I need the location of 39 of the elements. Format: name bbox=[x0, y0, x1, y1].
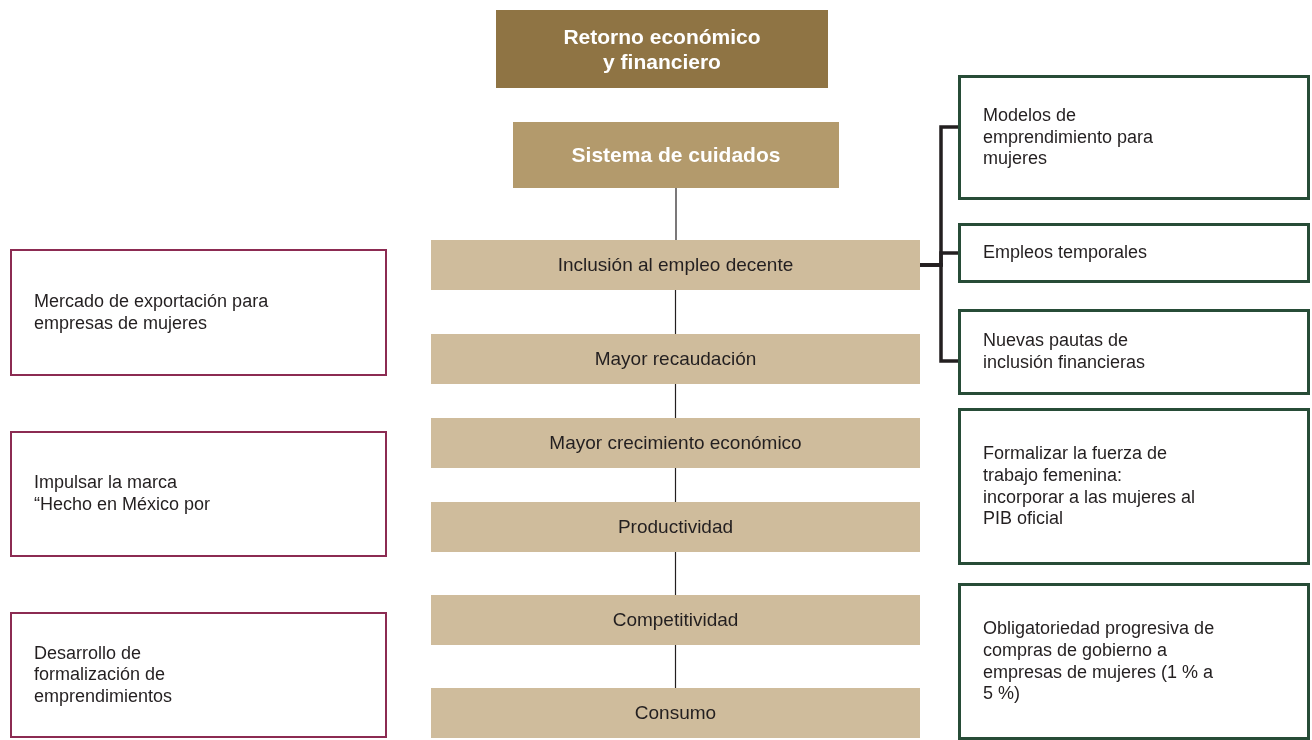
step-box bbox=[431, 502, 920, 552]
box-label: Nuevas pautas de inclusión financieras bbox=[983, 330, 1147, 374]
connector-line bbox=[920, 263, 958, 363]
step-box bbox=[431, 334, 920, 384]
connector-line bbox=[674, 551, 677, 596]
box-label: Desarrollo de formalización de emprendimientos bbox=[34, 642, 174, 708]
step-box bbox=[431, 240, 920, 290]
box-label: Sistema de cuidados bbox=[571, 142, 781, 168]
box-label: Empleos temporales bbox=[983, 242, 1148, 264]
box-label: Mercado de exportación para empresas de mujeres bbox=[34, 290, 270, 335]
box-label: Obligatoriedad progresiva de compras de gobierno a empresas de mujeres (1 % a 5 %) bbox=[983, 618, 1215, 705]
box-label: Mayor recaudación bbox=[594, 347, 757, 371]
box-label: Formalizar la fuerza de trabajo femenina: incorporar a las mujeres al PIB oficial bbox=[983, 443, 1197, 530]
connector-line bbox=[674, 383, 677, 419]
title-box bbox=[496, 10, 828, 88]
initiative-box bbox=[958, 309, 1310, 395]
box-label: Inclusión al empleo decente bbox=[557, 253, 794, 277]
connector-line bbox=[674, 644, 677, 689]
initiative-box bbox=[10, 249, 387, 376]
box-label: Mayor crecimiento económico bbox=[549, 431, 802, 455]
box-label: Consumo bbox=[634, 701, 717, 725]
initiative-box bbox=[10, 612, 387, 738]
step-box bbox=[431, 418, 920, 468]
initiative-box bbox=[958, 75, 1310, 200]
box-label: Impulsar la marca “Hecho en México por bbox=[34, 472, 212, 516]
box-label: Retorno económico y financiero bbox=[562, 23, 762, 75]
header-box bbox=[513, 122, 839, 188]
initiative-box bbox=[958, 223, 1310, 283]
initiative-box bbox=[958, 408, 1310, 565]
box-label: Competitividad bbox=[612, 608, 739, 632]
step-box bbox=[431, 595, 920, 645]
initiative-box bbox=[10, 431, 387, 557]
initiative-box bbox=[958, 583, 1310, 740]
connector-line bbox=[674, 467, 677, 503]
connector-line bbox=[674, 289, 677, 335]
step-box bbox=[431, 688, 920, 738]
box-label: Productividad bbox=[617, 515, 734, 539]
connector-line bbox=[675, 187, 677, 241]
box-label: Modelos de emprendimiento para mujeres bbox=[983, 105, 1155, 170]
